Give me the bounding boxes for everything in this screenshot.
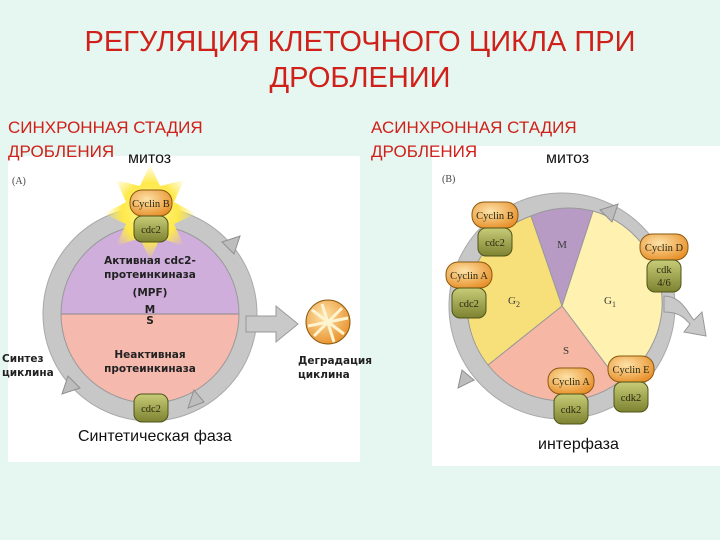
cdc2-b-label: cdc2 (485, 238, 505, 249)
panel-letter-b: (B) (442, 174, 456, 185)
cyclin-synthesis-label: Синтез циклина (2, 353, 54, 379)
inactive-kinase-label: Неактивная протеинкиназа (104, 349, 196, 375)
page-title: РЕГУЛЯЦИЯ КЛЕТОЧНОГО ЦИКЛА ПРИ ДРОБЛЕНИИ (0, 24, 720, 96)
cdc2-a-shape (451, 287, 487, 319)
cyclin-b-label: Cyclin B (132, 199, 170, 210)
cdk2-a-label: cdk2 (561, 405, 581, 416)
cdc2-top-label: cdc2 (141, 225, 161, 236)
cdk46-shape (646, 259, 682, 293)
panel-synchronous: (A) (2, 156, 372, 462)
cdk46-label-1: cdk (656, 265, 672, 276)
interphase-label: интерфаза (538, 436, 619, 453)
cdk2-e-shape (613, 381, 649, 413)
division-arrow (663, 295, 707, 337)
cdc2-bottom-shape (133, 393, 169, 423)
inactive-zone (61, 314, 239, 403)
degradation-arrow (245, 304, 299, 344)
synchronous-stage-heading: СИНХРОННАЯ СТАДИЯ ДРОБЛЕНИЯ (8, 118, 203, 161)
s-phase-label: S (563, 345, 569, 357)
synchronous-cycle-diagram: Cyclin B cdc2 cdc2 (42, 164, 351, 423)
synthetic-phase-label: Синтетическая фаза (78, 428, 232, 445)
cdk2-a-shape (553, 393, 589, 425)
cyclin-a-bottom-label: Cyclin A (552, 377, 590, 388)
ring-arrow-top-right (221, 235, 241, 255)
cdc2-b-shape (477, 227, 513, 257)
cdk2-e-label: cdk2 (621, 393, 641, 404)
cdc2-a-label: cdc2 (459, 299, 479, 310)
panel-asynchronous: (B) M G1 G2 S Cyclin B c (432, 146, 720, 466)
m-phase-label: M (557, 239, 567, 251)
left-mitosis-label: митоз (128, 150, 172, 167)
m-phase (530, 207, 594, 308)
ring-arrow-b-left (457, 369, 475, 389)
cdc2-bottom-label: cdc2 (141, 404, 161, 415)
s-label: S (146, 315, 154, 327)
cyclin-b-label-b: Cyclin B (476, 211, 514, 222)
ring-arrow-b-top (599, 203, 619, 223)
active-kinase-label: Активная cdc2- протеинкиназа (MPF) M (104, 255, 196, 316)
g1-phase-label: G1 (604, 295, 616, 309)
asynchronous-cycle-diagram: M G1 G2 S Cyclin B cdc2 Cyclin A cdc2 Cy… (445, 192, 707, 425)
ring-arrow-bottom-right (187, 388, 205, 409)
cyclin-a-left-label: Cyclin A (450, 271, 488, 282)
ring-arrow-bottom-left (61, 375, 81, 395)
panel-letter-a: (A) (12, 176, 26, 187)
cyclin-e-label: Cyclin E (612, 365, 649, 376)
title-line-2: ДРОБЛЕНИИ (269, 62, 451, 94)
asynchronous-stage-heading: АСИНХРОННАЯ СТАДИЯ ДРОБЛЕНИЯ (371, 118, 577, 161)
cyclin-d-label: Cyclin D (645, 243, 684, 254)
g2-phase-label: G2 (508, 295, 520, 309)
cyclin-degradation-label: Деградация циклина (298, 355, 373, 381)
cdk46-label-2: 4/6 (657, 278, 670, 289)
title-line-1: РЕГУЛЯЦИЯ КЛЕТОЧНОГО ЦИКЛА ПРИ (84, 26, 636, 58)
right-mitosis-label: митоз (546, 150, 590, 167)
cdc2-top-shape (133, 215, 169, 243)
active-zone (61, 225, 239, 314)
